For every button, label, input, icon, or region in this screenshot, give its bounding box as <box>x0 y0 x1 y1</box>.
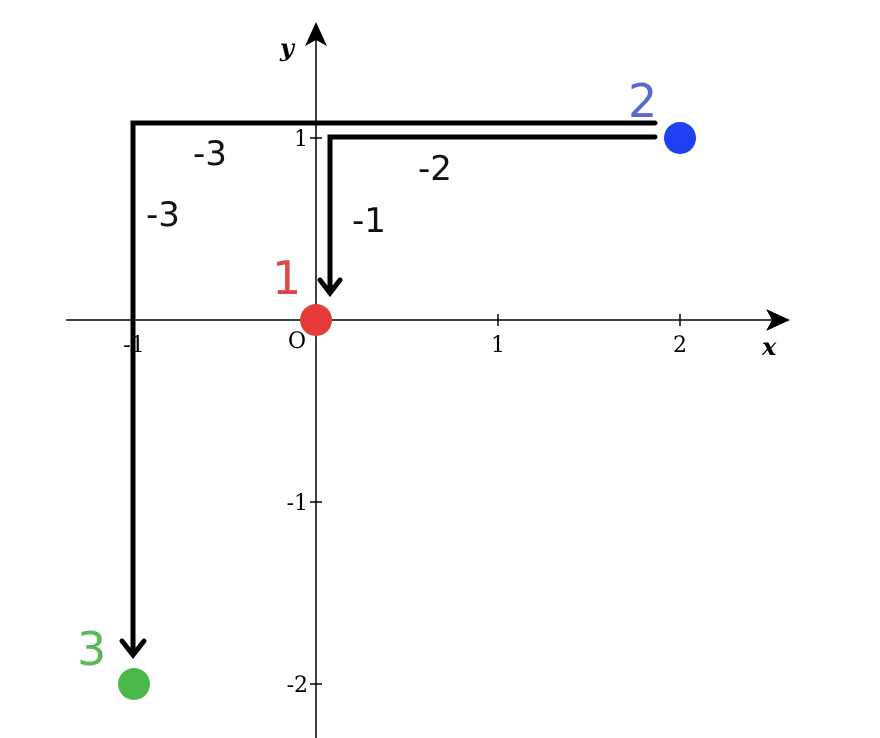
tick-marks: -1 1 2 1 -1 -2 <box>123 127 687 698</box>
path-inner-line <box>327 134 658 293</box>
x-axis-name: x <box>761 332 777 361</box>
y-axis-arrowhead <box>305 22 327 46</box>
point-1-label: 1 <box>272 251 301 305</box>
point-3-label: 3 <box>77 622 106 676</box>
y-tick-label: -1 <box>287 491 308 516</box>
step-label-outer-horizontal: -3 <box>193 134 227 174</box>
x-tick-label: 1 <box>491 333 505 358</box>
path-outer-arrowhead <box>119 638 147 660</box>
path-outer-line <box>130 120 658 655</box>
path-inner <box>317 134 658 298</box>
point-3 <box>118 668 150 700</box>
y-axis-name: y <box>279 33 296 62</box>
path-outer <box>119 120 658 660</box>
step-label-outer-vertical: -3 <box>146 195 180 235</box>
x-tick-label: 2 <box>673 333 687 358</box>
step-label-inner-horizontal: -2 <box>418 149 452 189</box>
point-1 <box>300 304 332 336</box>
point-2-label: 2 <box>628 74 657 128</box>
y-tick-label: -2 <box>287 673 308 698</box>
x-axis-arrowhead <box>766 309 790 331</box>
point-2 <box>664 122 696 154</box>
origin-label: O <box>288 329 306 354</box>
y-tick-label: 1 <box>294 127 308 152</box>
step-label-inner-vertical: -1 <box>352 201 386 241</box>
path-inner-arrowhead <box>317 277 343 298</box>
